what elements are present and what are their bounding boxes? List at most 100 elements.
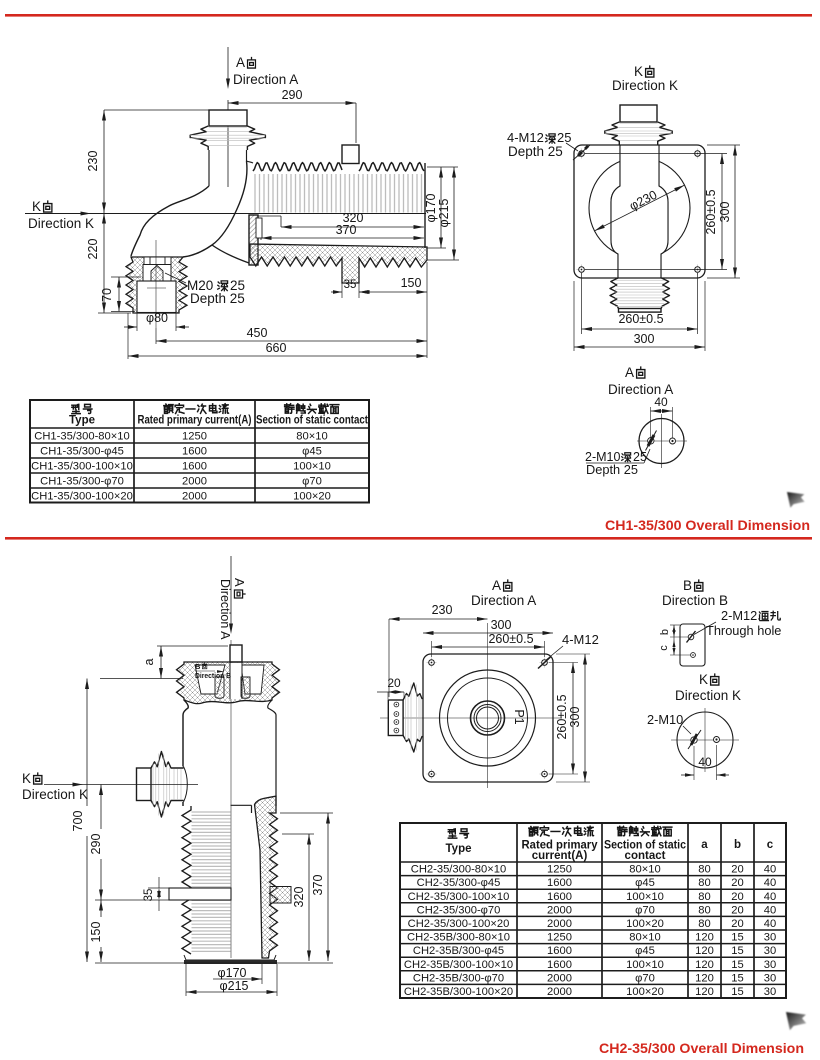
svg-text:CH1-35/300-100×20: CH1-35/300-100×20	[31, 491, 133, 503]
svg-text:Direction A: Direction A	[233, 72, 298, 87]
svg-text:CH2-35B/300-100×20: CH2-35B/300-100×20	[404, 986, 513, 998]
svg-text:CH2-35B/300-φ70: CH2-35B/300-φ70	[413, 972, 504, 984]
svg-text:CH1-35/300-100×10: CH1-35/300-100×10	[31, 461, 133, 473]
svg-text:120: 120	[695, 972, 714, 984]
svg-text:1250: 1250	[547, 932, 572, 944]
svg-text:80: 80	[698, 877, 710, 889]
svg-text:30: 30	[764, 972, 776, 984]
svg-text:2000: 2000	[547, 972, 572, 984]
svg-text:300: 300	[568, 707, 582, 728]
svg-text:K: K	[699, 672, 708, 687]
svg-text:CH2-35B/300-φ45: CH2-35B/300-φ45	[413, 945, 504, 957]
svg-text:CH1-35/300-φ70: CH1-35/300-φ70	[40, 476, 124, 488]
svg-text:30: 30	[764, 986, 776, 998]
svg-text:P1: P1	[512, 709, 526, 724]
svg-text:Rated primary current(A): Rated primary current(A)	[138, 415, 252, 427]
svg-text:CH1-35/300-φ45: CH1-35/300-φ45	[40, 446, 124, 458]
svg-text:φ215: φ215	[437, 198, 451, 227]
svg-text:100×10: 100×10	[293, 461, 331, 473]
svg-text:Direction K: Direction K	[612, 78, 678, 93]
svg-text:80: 80	[698, 904, 710, 916]
svg-text:260±0.5: 260±0.5	[488, 632, 533, 646]
svg-text:1600: 1600	[547, 959, 572, 971]
svg-text:Rated primary: Rated primary	[522, 840, 599, 852]
svg-text:Depth 25: Depth 25	[586, 462, 638, 477]
svg-text:CH2-35/300-φ45: CH2-35/300-φ45	[417, 877, 501, 889]
svg-text:40: 40	[764, 864, 776, 876]
svg-text:20: 20	[731, 918, 743, 930]
svg-text:Depth 25: Depth 25	[190, 291, 245, 306]
svg-text:CH2-35/300-100×20: CH2-35/300-100×20	[408, 918, 510, 930]
svg-text:φ170: φ170	[218, 966, 247, 980]
svg-text:15: 15	[731, 972, 743, 984]
svg-text:300: 300	[718, 202, 732, 223]
svg-text:Direction A: Direction A	[218, 579, 232, 640]
svg-text:1600: 1600	[547, 945, 572, 957]
svg-text:150: 150	[89, 922, 103, 943]
svg-text:Type: Type	[446, 843, 472, 855]
svg-text:CH2-35/300-φ70: CH2-35/300-φ70	[417, 904, 501, 916]
svg-text:120: 120	[695, 932, 714, 944]
svg-text:290: 290	[282, 88, 303, 102]
svg-text:M20: M20	[187, 278, 213, 293]
svg-text:Direction B: Direction B	[662, 593, 728, 608]
svg-text:current(A): current(A)	[532, 850, 588, 862]
svg-text:30: 30	[764, 932, 776, 944]
svg-text:120: 120	[695, 986, 714, 998]
svg-text:40: 40	[764, 918, 776, 930]
svg-text:25: 25	[230, 278, 245, 293]
svg-text:Direction K: Direction K	[28, 216, 94, 231]
svg-text:30: 30	[764, 959, 776, 971]
svg-text:φ45: φ45	[635, 877, 655, 889]
svg-text:CH2-35B/300-80×10: CH2-35B/300-80×10	[407, 932, 510, 944]
svg-text:Direction A: Direction A	[471, 593, 536, 608]
svg-text:450: 450	[247, 326, 268, 340]
svg-text:a: a	[142, 658, 156, 665]
svg-text:2000: 2000	[547, 986, 572, 998]
svg-text:A: A	[236, 55, 245, 70]
svg-text:260±0.5: 260±0.5	[704, 189, 718, 234]
svg-text:80: 80	[698, 864, 710, 876]
svg-text:φ70: φ70	[635, 904, 655, 916]
svg-text:a: a	[701, 839, 708, 851]
svg-text:4-M12: 4-M12	[507, 130, 544, 145]
svg-text:Through hole: Through hole	[706, 623, 781, 638]
svg-text:Direction B: Direction B	[195, 671, 231, 680]
svg-text:contact: contact	[625, 850, 666, 862]
svg-text:230: 230	[86, 151, 100, 172]
svg-text:1250: 1250	[547, 864, 572, 876]
svg-text:K: K	[32, 199, 41, 214]
svg-text:K: K	[22, 771, 31, 786]
svg-text:80: 80	[698, 918, 710, 930]
svg-text:35: 35	[143, 889, 155, 902]
svg-text:K: K	[634, 64, 643, 79]
svg-text:80×10: 80×10	[296, 431, 327, 443]
svg-text:100×20: 100×20	[626, 918, 664, 930]
svg-text:100×10: 100×10	[626, 891, 664, 903]
svg-text:230: 230	[432, 603, 453, 617]
svg-text:260±0.5: 260±0.5	[618, 312, 663, 326]
svg-text:CH1-35/300 Overall Dimension: CH1-35/300 Overall Dimension	[605, 518, 810, 534]
svg-text:2000: 2000	[182, 476, 207, 488]
svg-text:2-M10: 2-M10	[647, 712, 683, 727]
svg-text:φ70: φ70	[635, 972, 655, 984]
svg-text:20: 20	[387, 676, 401, 690]
svg-text:Type: Type	[69, 415, 95, 427]
svg-text:φ215: φ215	[220, 979, 249, 993]
svg-text:A: A	[232, 578, 247, 587]
svg-text:c: c	[658, 645, 670, 651]
svg-text:Depth 25: Depth 25	[508, 144, 563, 159]
svg-text:1250: 1250	[182, 431, 207, 443]
svg-text:320: 320	[292, 887, 306, 908]
svg-text:30: 30	[764, 945, 776, 957]
svg-text:150: 150	[401, 276, 422, 290]
svg-text:15: 15	[731, 959, 743, 971]
svg-text:b: b	[659, 629, 671, 635]
svg-text:20: 20	[731, 891, 743, 903]
svg-text:A: A	[492, 578, 501, 593]
svg-text:2000: 2000	[182, 491, 207, 503]
svg-text:100×10: 100×10	[626, 959, 664, 971]
svg-text:φ45: φ45	[302, 446, 322, 458]
svg-text:660: 660	[266, 341, 287, 355]
svg-text:15: 15	[731, 932, 743, 944]
